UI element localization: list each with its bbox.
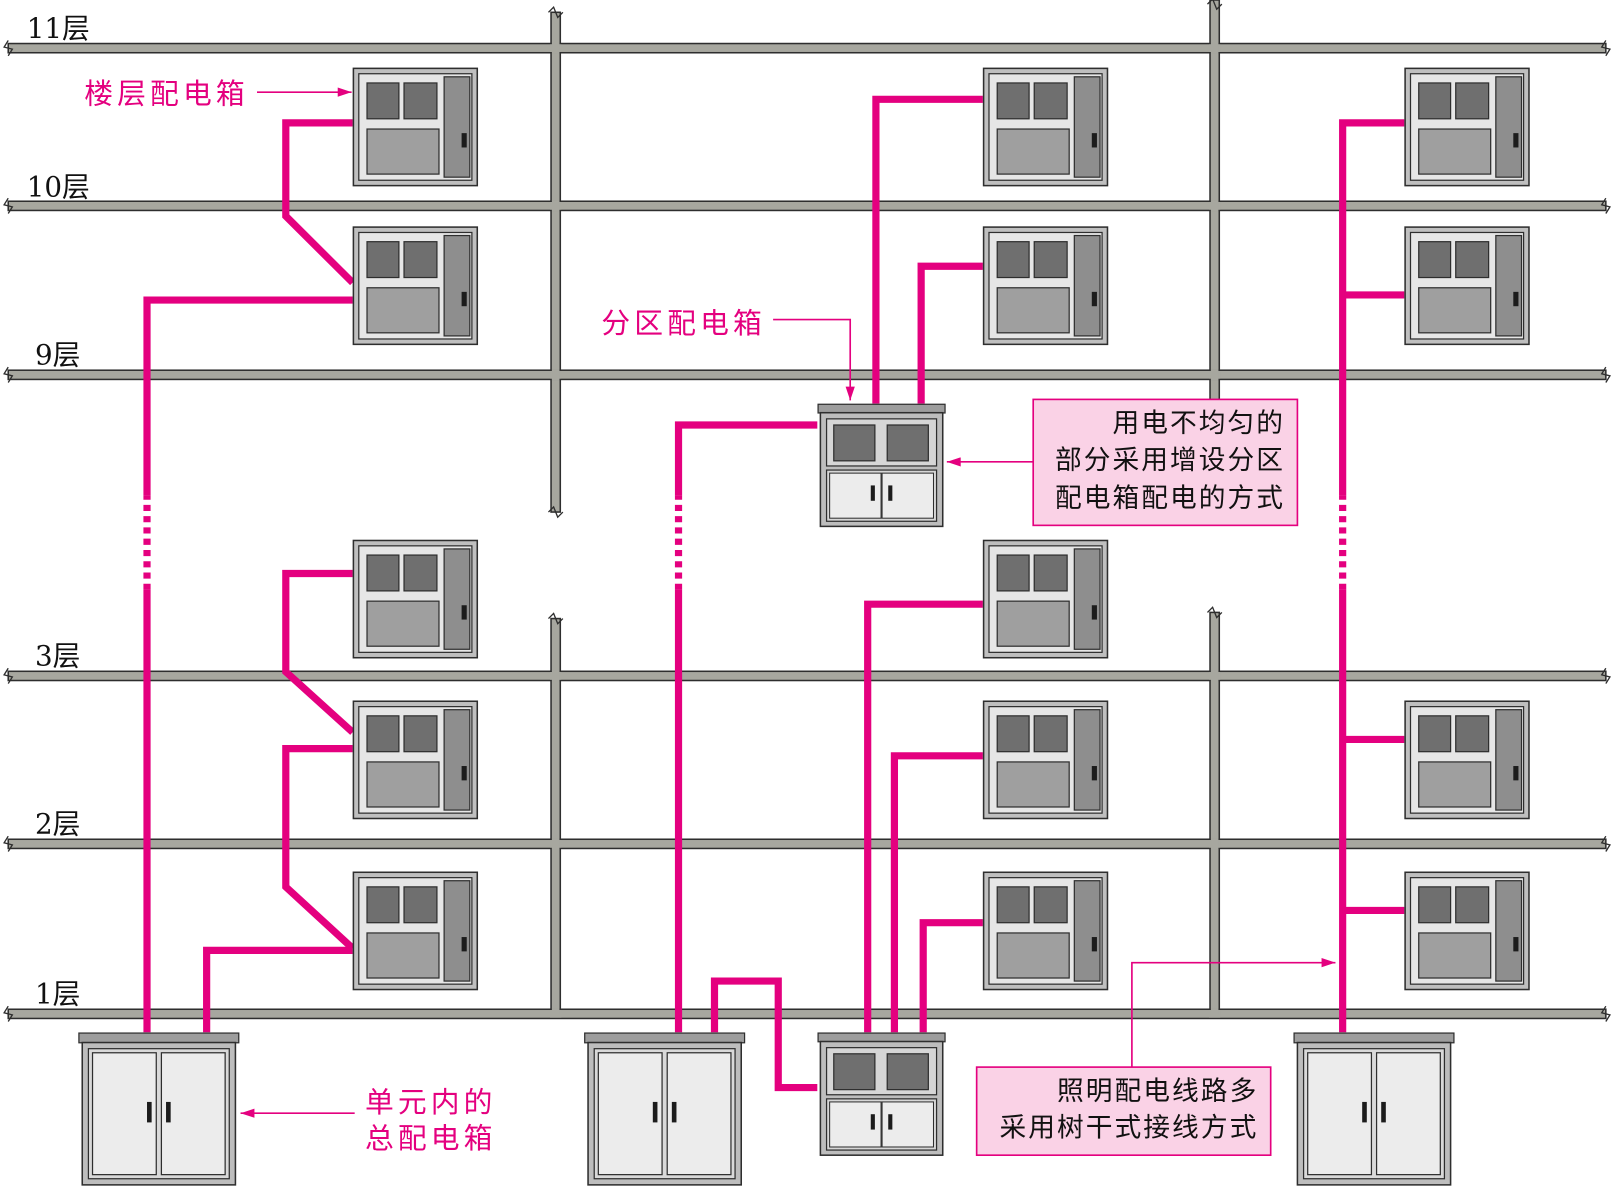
- zone-box-label: 分区配电箱: [601, 306, 765, 340]
- floor-label-11: 11层: [27, 12, 90, 45]
- zone-distribution-boxes: [817, 403, 946, 1156]
- slab-break-mark: [3, 197, 14, 214]
- branch-wire-c2-1f: [919, 919, 983, 1033]
- wall-slab-joint: [551, 369, 560, 381]
- wall-slab-joint: [1210, 369, 1219, 381]
- main-cabinet-c2: [583, 1032, 746, 1186]
- floor-slab-11: [7, 42, 1607, 54]
- floor-box-c1-10f: [352, 67, 479, 187]
- floor-box-c2-1f: [982, 871, 1109, 991]
- wall-slab-joint: [1210, 838, 1219, 850]
- slab-break-mark: [1600, 1005, 1611, 1022]
- main-box-label-line-2: 总配电箱: [365, 1121, 497, 1155]
- branch-wire-c2-3f: [864, 600, 983, 1033]
- uneven-load-callout: 用电不均匀的 部分采用增设分区 配电箱配电的方式: [1032, 398, 1299, 527]
- wall-slab-joint: [1210, 670, 1219, 682]
- branch-wire-c2-9f: [917, 262, 983, 404]
- feeder-wire-c1-upper: [143, 296, 353, 1033]
- wall-slab-joint: [551, 42, 560, 54]
- wall-break-mark: [1206, 606, 1223, 619]
- floor-box-c3-10f: [1404, 67, 1530, 187]
- floor-box-c1-1f: [352, 871, 479, 991]
- wall-slab-joint: [551, 1008, 560, 1015]
- floor-box-c2-2f: [982, 700, 1109, 820]
- feeder-wire-c2-zone-lower: [710, 977, 818, 1092]
- wall-slab-joint: [1210, 42, 1219, 54]
- floor-box-c3-9f: [1404, 226, 1530, 346]
- wall-break-mark: [547, 5, 564, 19]
- feeder-wire-c2-zone-upper: [674, 421, 818, 1033]
- break-marks: [3, 0, 1611, 1022]
- trunk-wire-c3: [1339, 119, 1405, 1033]
- trunk-wiring-callout: 照明配电线路多 采用树干式接线方式: [975, 1066, 1272, 1156]
- floor-box-c1-2f: [352, 700, 479, 820]
- floor-slab-1: [7, 1008, 1607, 1020]
- floor-slab-2: [7, 838, 1607, 850]
- zone-box-lower: [817, 1032, 946, 1156]
- floor-box-c1-3f: [352, 539, 479, 659]
- branch-wire-c2-10f: [872, 95, 983, 404]
- main-cabinet-c3: [1293, 1032, 1455, 1186]
- slab-break-mark: [1600, 40, 1611, 57]
- wiring: [143, 95, 1405, 1092]
- slab-break-mark: [3, 835, 14, 852]
- floor-label-9: 9层: [35, 339, 80, 372]
- floor-box-c3-1f: [1404, 871, 1530, 991]
- slab-break-mark: [3, 1005, 14, 1022]
- wall-break-mark: [547, 505, 564, 519]
- floor-labels: 11层 10层 9层 3层 2层 1层: [27, 12, 90, 1011]
- slab-break-mark: [3, 40, 14, 57]
- annotations: 楼层配电箱 分区配电箱 用电不均匀的 部分采用增设分区 配电箱配电的方式 单元内…: [84, 76, 1336, 1156]
- branch-wire-c2-2f: [890, 752, 983, 1033]
- main-box-label-line-1: 单元内的: [365, 1085, 497, 1119]
- slab-break-mark: [3, 366, 14, 383]
- wall-slab-joints: [550, 42, 1221, 1018]
- floor-box-c1-9f: [352, 226, 479, 346]
- floor-label-1: 1层: [35, 978, 80, 1011]
- floor-slab-3: [7, 670, 1607, 682]
- uneven-load-callout-line-2: 部分采用增设分区: [1055, 445, 1285, 476]
- branch-wire-c1-10f: [282, 119, 356, 286]
- wall-slab-joint: [551, 838, 560, 850]
- uneven-load-callout-line-3: 配电箱配电的方式: [1055, 483, 1285, 514]
- branch-wire-c1-2f: [282, 745, 356, 951]
- wall-left-upper: [550, 11, 562, 513]
- floor-box-c2-9f: [982, 226, 1109, 346]
- uneven-load-callout-line-1: 用电不均匀的: [1112, 408, 1285, 439]
- floor-slab-10: [7, 200, 1607, 212]
- slab-break-mark: [3, 667, 14, 684]
- trunk-wiring-callout-line-1: 照明配电线路多: [1057, 1076, 1258, 1107]
- main-cabinet-c1: [78, 1032, 240, 1186]
- floor-slab-9: [7, 369, 1607, 381]
- trunk-wiring-pointer: [1131, 958, 1336, 1068]
- branch-wire-c1-3f: [282, 569, 356, 735]
- slab-break-mark: [1600, 197, 1611, 214]
- floor-label-3: 3层: [35, 640, 80, 673]
- wall-slab-joint: [551, 670, 560, 682]
- floor-box-c3-2f: [1404, 700, 1530, 820]
- building-structure: [3, 0, 1611, 1022]
- floor-box-c2-3f: [982, 539, 1109, 659]
- wall-slab-joint: [551, 200, 560, 212]
- floor-box-c2-10f: [982, 67, 1109, 187]
- feeder-wire-c1-lower: [203, 946, 353, 1033]
- wall-slab-joint: [1210, 1008, 1219, 1015]
- floor-label-10: 10层: [27, 171, 90, 204]
- floor-label-2: 2层: [35, 808, 80, 841]
- zone-box-pointer: [773, 318, 855, 401]
- trunk-wiring-callout-box: [975, 1066, 1272, 1156]
- zone-box-upper: [817, 403, 946, 528]
- wall-break-mark: [547, 612, 564, 625]
- floor-box-label: 楼层配电箱: [84, 76, 248, 110]
- wall-break-mark: [1206, 0, 1223, 11]
- slab-break-mark: [1600, 835, 1611, 852]
- trunk-wiring-callout-line-2: 采用树干式接线方式: [999, 1113, 1258, 1144]
- wall-slab-joint: [1210, 200, 1219, 212]
- slab-break-mark: [1600, 366, 1611, 383]
- uneven-load-callout-box: [1032, 398, 1299, 527]
- slab-break-mark: [1600, 667, 1611, 684]
